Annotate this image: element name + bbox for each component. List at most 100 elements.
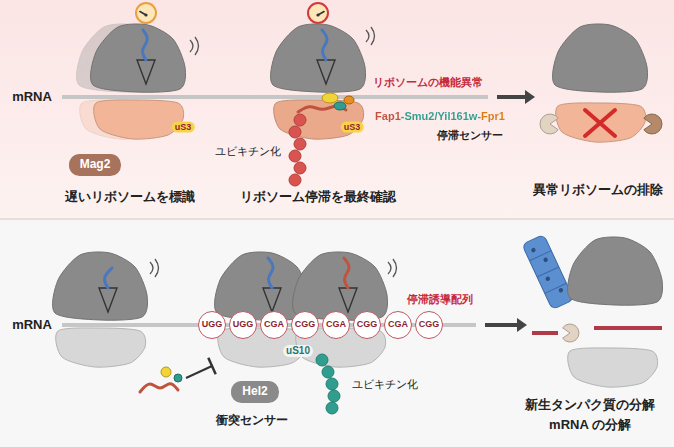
speedometer <box>308 3 328 23</box>
sensor-label: 衝突センサー <box>216 413 288 427</box>
node-text: CGA <box>264 320 284 330</box>
ubiquitin <box>289 126 301 138</box>
peptide-fragment <box>530 247 536 253</box>
status-note: リボソームの機能異常 <box>373 76 483 89</box>
node-text: Hel2 <box>242 385 267 398</box>
node-text: UGG <box>233 320 254 330</box>
result-caption: 新生タンパク質の分解 <box>525 397 655 413</box>
motion-mark <box>150 262 153 274</box>
sensor-subunit <box>322 93 338 103</box>
small-subunit <box>274 100 364 139</box>
result-caption: mRNA の分解 <box>549 417 631 433</box>
trna <box>263 288 281 312</box>
complex-name: Fap1-Smu2/Yil161w-Fpr1 <box>375 110 505 123</box>
result-caption: 異常リボソームの排除 <box>533 182 663 198</box>
node-text: CGA <box>388 320 408 330</box>
trna <box>99 288 117 312</box>
pacman <box>644 114 662 134</box>
step-caption: 遅いリボソームを標識 <box>65 189 195 205</box>
small-subunit <box>56 328 146 367</box>
motion-mark <box>190 40 193 52</box>
step-caption: リボソーム停滞を最終確認 <box>240 189 396 205</box>
pacman-body <box>563 324 579 342</box>
motion-mark <box>371 27 375 45</box>
motion-mark <box>366 30 369 42</box>
ubiquitin <box>294 162 306 174</box>
artwork <box>53 3 663 414</box>
process-arrow <box>497 95 527 99</box>
motion-mark <box>388 262 391 274</box>
strand-label: mRNA <box>12 89 52 105</box>
peptide-fragment <box>545 276 551 282</box>
proteasome-body <box>522 234 574 309</box>
motion-mark <box>155 259 159 277</box>
inhibition-bar <box>208 358 215 374</box>
protein-marker: uS3 <box>172 122 195 133</box>
codon-circle: CGA <box>322 311 350 339</box>
ubiquitin <box>326 402 338 414</box>
speedometer-hub <box>316 13 319 16</box>
trna <box>137 60 155 84</box>
mrna-strand <box>62 95 488 99</box>
nascent-chain <box>322 30 327 60</box>
large-subunit <box>553 24 648 92</box>
large-subunit <box>568 237 663 305</box>
nascent-chain <box>105 268 112 288</box>
sensor-subunit <box>161 367 171 377</box>
codon-circle: CGA <box>384 311 412 339</box>
strand-label: mRNA <box>12 317 52 333</box>
process-arrowhead <box>517 318 527 332</box>
small-subunit <box>94 100 184 139</box>
node-text: UGG <box>202 320 223 330</box>
pacman-body <box>540 114 558 134</box>
inhibition-line <box>186 366 212 378</box>
motion-mark <box>195 37 199 55</box>
ubiquitin <box>289 174 301 186</box>
proteasome <box>522 234 574 309</box>
ubiquitin <box>294 114 306 126</box>
ubiquitin <box>289 150 301 162</box>
codon-circle: CGA <box>260 311 288 339</box>
protein-pill: Hel2 <box>231 381 278 402</box>
fap1-protein <box>140 384 178 392</box>
trna <box>339 288 357 312</box>
smu2-subunit <box>334 102 346 110</box>
peptide-fragment <box>558 287 564 293</box>
node-text: CGG <box>419 320 440 330</box>
smu2-subunit <box>174 374 182 382</box>
speedometer-hub <box>144 13 147 16</box>
pacman <box>540 114 558 134</box>
node-text: CGG <box>295 320 316 330</box>
mrna-fragment <box>594 326 662 330</box>
trna <box>317 60 335 84</box>
small-subunit <box>568 348 658 387</box>
protein-marker: uS10 <box>283 345 313 357</box>
pacman-body <box>644 114 662 134</box>
proteasome-ring <box>537 267 559 277</box>
process-arrow <box>485 323 519 327</box>
ubiquitin <box>322 366 334 378</box>
pacman <box>563 324 579 342</box>
cross-mark <box>585 110 615 136</box>
node-text: CGA <box>326 320 346 330</box>
nascent-chain <box>143 30 148 60</box>
sensor-label: 停滞センサー <box>437 129 503 142</box>
small-subunit <box>556 103 646 142</box>
large-subunit <box>271 24 366 92</box>
panel-background <box>0 0 674 219</box>
speedometer <box>136 3 156 23</box>
large-subunit <box>91 24 186 92</box>
panel-background <box>0 219 674 447</box>
large-subunit <box>53 252 148 320</box>
mrna-fragment <box>532 331 558 335</box>
node-text: CGG <box>357 320 378 330</box>
process-label: ユビキチン化 <box>352 378 418 391</box>
motion-mark <box>393 259 397 277</box>
peptide-fragment <box>543 257 549 263</box>
ubiquitin <box>316 354 328 366</box>
nascent-chain <box>344 258 349 288</box>
protein-marker: uS3 <box>341 122 364 133</box>
ubiquitin <box>294 138 306 150</box>
